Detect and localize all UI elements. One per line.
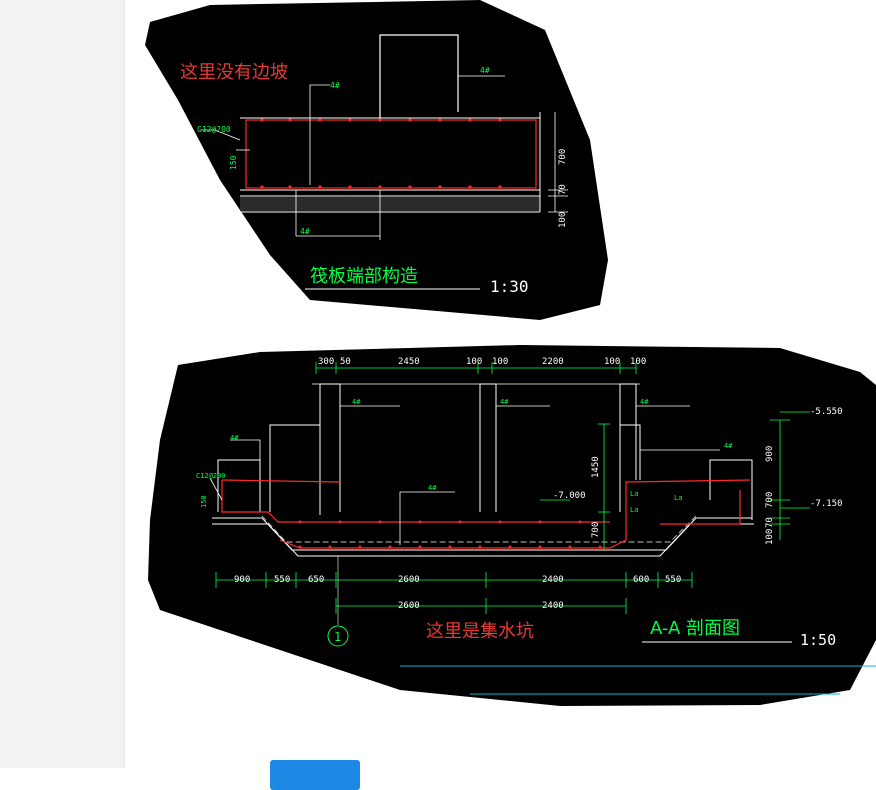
scale-1-50: 1:50 [800,631,836,649]
cad-screenshot-image: 这里没有边坡 筏板端部构造 1:30 C12@200 150 4# 4# 4# … [145,0,876,706]
svg-text:100: 100 [492,357,508,367]
svg-text:2400: 2400 [542,575,564,585]
svg-text:2600: 2600 [398,601,420,611]
svg-text:550: 550 [274,575,290,585]
axis-bubble [327,625,349,647]
svg-text:La: La [630,490,638,498]
svg-text:50: 50 [340,357,351,367]
svg-text:2450: 2450 [398,357,420,367]
svg-text:2400: 2400 [542,601,564,611]
svg-text:C12@200: C12@200 [197,125,231,134]
svg-text:100: 100 [765,529,775,545]
post-content: 这里没有边坡 筏板端部构造 1:30 C12@200 150 4# 4# 4# … [125,0,876,790]
svg-text:550: 550 [665,575,681,585]
black-blob-1 [145,0,608,320]
svg-text:4#: 4# [480,66,490,75]
svg-text:4#: 4# [230,434,239,442]
left-sidebar [0,0,125,768]
svg-text:4#: 4# [640,398,649,406]
svg-text:4#: 4# [500,398,509,406]
submit-button[interactable] [270,760,360,790]
rebar-cage-1 [245,119,537,189]
svg-text:100: 100 [466,357,482,367]
svg-text:150: 150 [229,155,238,170]
svg-text:-7.150: -7.150 [810,499,843,509]
scale-1-30: 1:30 [490,277,529,296]
annotation-no-slope: 这里没有边坡 [180,62,288,83]
svg-text:300: 300 [318,357,334,367]
svg-text:150: 150 [200,495,208,508]
svg-text:4#: 4# [428,484,437,492]
svg-text:700: 700 [558,149,568,165]
svg-text:70: 70 [765,517,775,528]
svg-text:900: 900 [765,446,775,462]
title-raft-edge: 筏板端部构造 [310,266,418,287]
svg-text:70: 70 [558,184,568,195]
svg-text:2600: 2600 [398,575,420,585]
svg-text:600: 600 [633,575,649,585]
svg-text:100: 100 [558,212,568,228]
svg-text:-7.000: -7.000 [553,491,586,501]
annotation-sump-pit: 这里是集水坑 [426,621,534,642]
drawing-section-aa: 1 300 50 2450 100 100 2200 100 100 900 5… [148,345,876,706]
svg-text:4#: 4# [352,398,361,406]
svg-text:-5.550: -5.550 [810,407,843,417]
svg-text:100: 100 [630,357,646,367]
svg-text:La: La [674,494,682,502]
svg-text:4#: 4# [300,227,310,236]
black-blob-2 [148,345,876,706]
gravel-layer [240,197,540,211]
svg-text:700: 700 [591,522,601,538]
svg-text:1: 1 [334,630,341,644]
title-section-aa: A-A 剖面图 [650,618,740,639]
svg-text:2200: 2200 [542,357,564,367]
svg-text:La: La [630,506,638,514]
svg-text:C12@200: C12@200 [196,472,226,480]
svg-text:700: 700 [765,492,775,508]
wall-outline-1 [379,34,459,118]
svg-text:1450: 1450 [591,456,601,478]
svg-text:900: 900 [234,575,250,585]
drawing-raft-edge: 这里没有边坡 筏板端部构造 1:30 C12@200 150 4# 4# 4# … [145,0,608,320]
svg-text:650: 650 [308,575,324,585]
svg-text:4#: 4# [330,81,340,90]
svg-text:100: 100 [604,357,620,367]
svg-text:4#: 4# [724,442,733,450]
